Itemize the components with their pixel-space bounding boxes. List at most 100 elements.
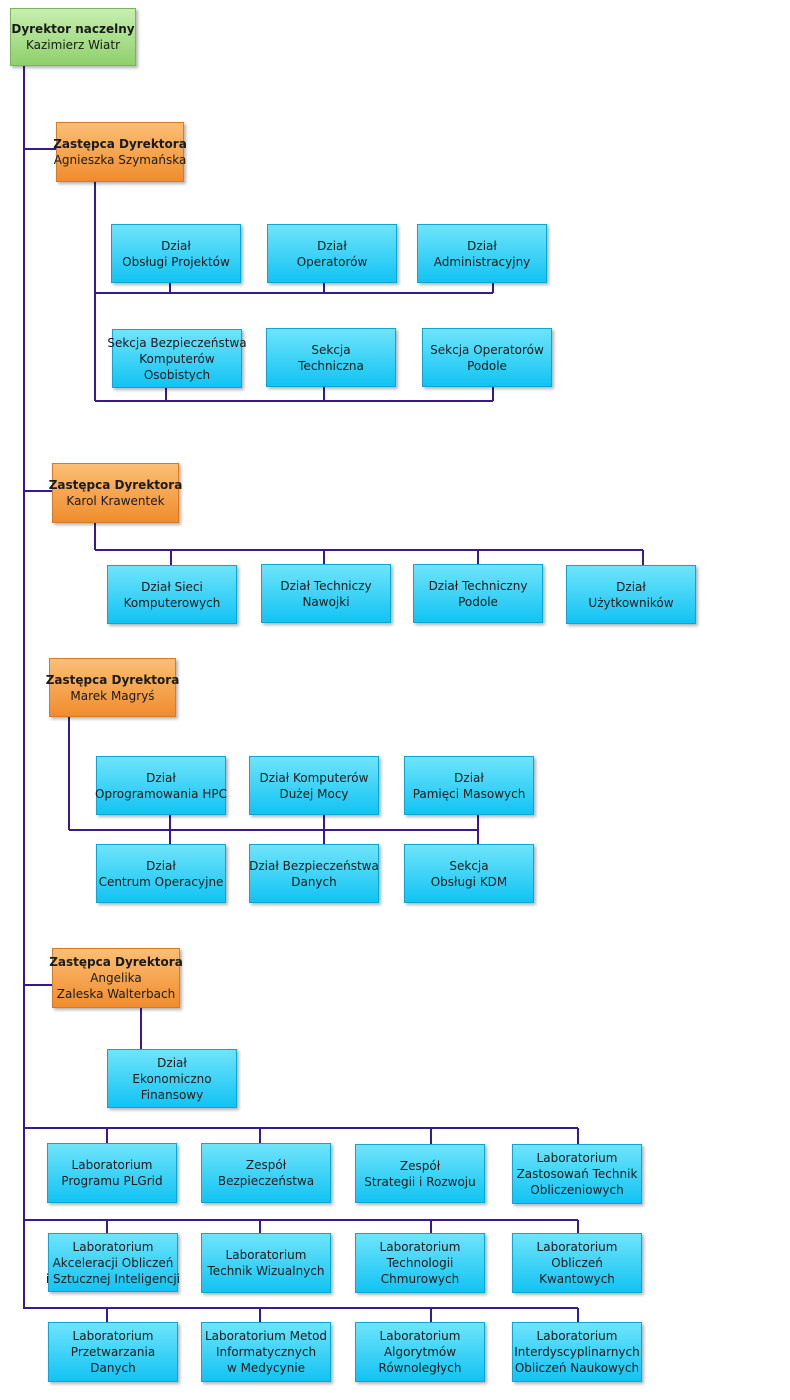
node-text-line: Kazimierz Wiatr — [25, 38, 121, 52]
node-text-line: Kwantowych — [539, 1272, 615, 1286]
node-text-line: Laboratorium — [379, 1329, 461, 1343]
node-text-line: Laboratorium — [536, 1329, 618, 1343]
node-text-line: Zastępca Dyrektora — [45, 672, 180, 687]
node-text-line: Dział — [146, 858, 176, 873]
node-text-line: Chmurowych — [380, 1272, 460, 1286]
node-text-line: Komputerów — [139, 351, 215, 366]
node-text-line: Zaleska Walterbach — [56, 987, 176, 1001]
node-text-line: Dużej Mocy — [279, 786, 349, 801]
node-text-line: Dział — [157, 1055, 187, 1070]
node-text-line: Laboratorium — [379, 1240, 461, 1254]
node-text-line: Laboratorium — [536, 1240, 618, 1254]
node-text-line: Interdyscyplinarnych — [514, 1345, 640, 1359]
node-text-line: Laboratorium — [72, 1329, 154, 1343]
node-text-line: Angelika — [90, 971, 142, 985]
node-text-line: Karol Krawentek — [66, 494, 165, 508]
node-text-line: Centrum Operacyjne — [98, 874, 224, 889]
node-text-line: Dział Komputerów — [259, 770, 369, 785]
node-text-line: Operatorów — [296, 254, 368, 269]
node-text-line: Administracyjny — [433, 254, 531, 269]
node-text-line: Sekcja — [449, 858, 489, 873]
node-text-line: Pamięci Masowych — [412, 786, 526, 801]
node-text-line: Laboratorium — [225, 1248, 307, 1262]
node-text-line: Dział — [454, 770, 484, 785]
node-text-line: Dział — [616, 579, 646, 594]
node-text-line: Technologii — [386, 1256, 454, 1270]
node-text-line: Laboratorium — [71, 1158, 153, 1172]
node-text-line: Zastosowań Technik — [516, 1167, 638, 1181]
node-text-line: Dział Techniczy — [280, 578, 372, 593]
node-text-line: Laboratorium Metod — [204, 1329, 328, 1343]
node-text-line: Sekcja Operatorów — [430, 342, 544, 357]
node-text-line: Dyrektor naczelny — [11, 22, 135, 36]
node-text-line: Dział Sieci — [141, 579, 203, 594]
node-text-line: Dział Bezpieczeństwa — [249, 858, 379, 873]
node-text-line: Danych — [90, 1361, 136, 1375]
node-text-line: Komputerowych — [123, 595, 221, 610]
node-text-line: Dział Techniczny — [428, 578, 528, 593]
node-text-line: Osobistych — [143, 367, 211, 382]
node-text-line: w Medycynie — [226, 1361, 306, 1375]
node-text-line: Zastępca Dyrektora — [49, 955, 183, 969]
node-text-line: Bezpieczeństwa — [217, 1174, 315, 1188]
node-text-line: Zespół — [245, 1158, 287, 1172]
node-text-line: Obliczeń Naukowych — [514, 1361, 640, 1375]
node-text-line: Obliczeń — [551, 1256, 603, 1270]
node-text-line: Informatycznych — [215, 1345, 317, 1359]
node-text-line: Marek Magryś — [70, 688, 155, 703]
node-text-line: Technik Wizualnych — [207, 1264, 325, 1278]
node-text-line: Podole — [458, 594, 498, 609]
node-text-line: Dział — [161, 238, 191, 253]
node-text-line: i Sztucznej Inteligencji — [45, 1271, 181, 1286]
node-text-line: Laboratorium — [536, 1151, 618, 1165]
node-text-line: Zastępca Dyrektora — [53, 137, 187, 151]
node-text-line: Algorytmów — [383, 1345, 457, 1359]
node-text-line: Równoległych — [378, 1361, 462, 1375]
node-text-line: Dział — [146, 770, 176, 785]
node-text-line: Dział — [467, 238, 497, 253]
node-text-line: Laboratorium — [72, 1239, 154, 1254]
node-text-line: Strategii i Rozwoju — [364, 1174, 476, 1189]
node-text-line: Zastępca Dyrektora — [48, 478, 183, 492]
node-text-line: Programu PLGrid — [61, 1174, 163, 1188]
node-text-line: Dział — [317, 238, 347, 253]
node-text-line: Ekonomiczno — [132, 1071, 212, 1086]
node-text-line: Nawojki — [302, 594, 350, 609]
node-text-line: Danych — [291, 874, 337, 889]
node-text-line: Przetwarzania — [70, 1345, 156, 1359]
node-text-line: Obliczeniowych — [530, 1183, 624, 1197]
